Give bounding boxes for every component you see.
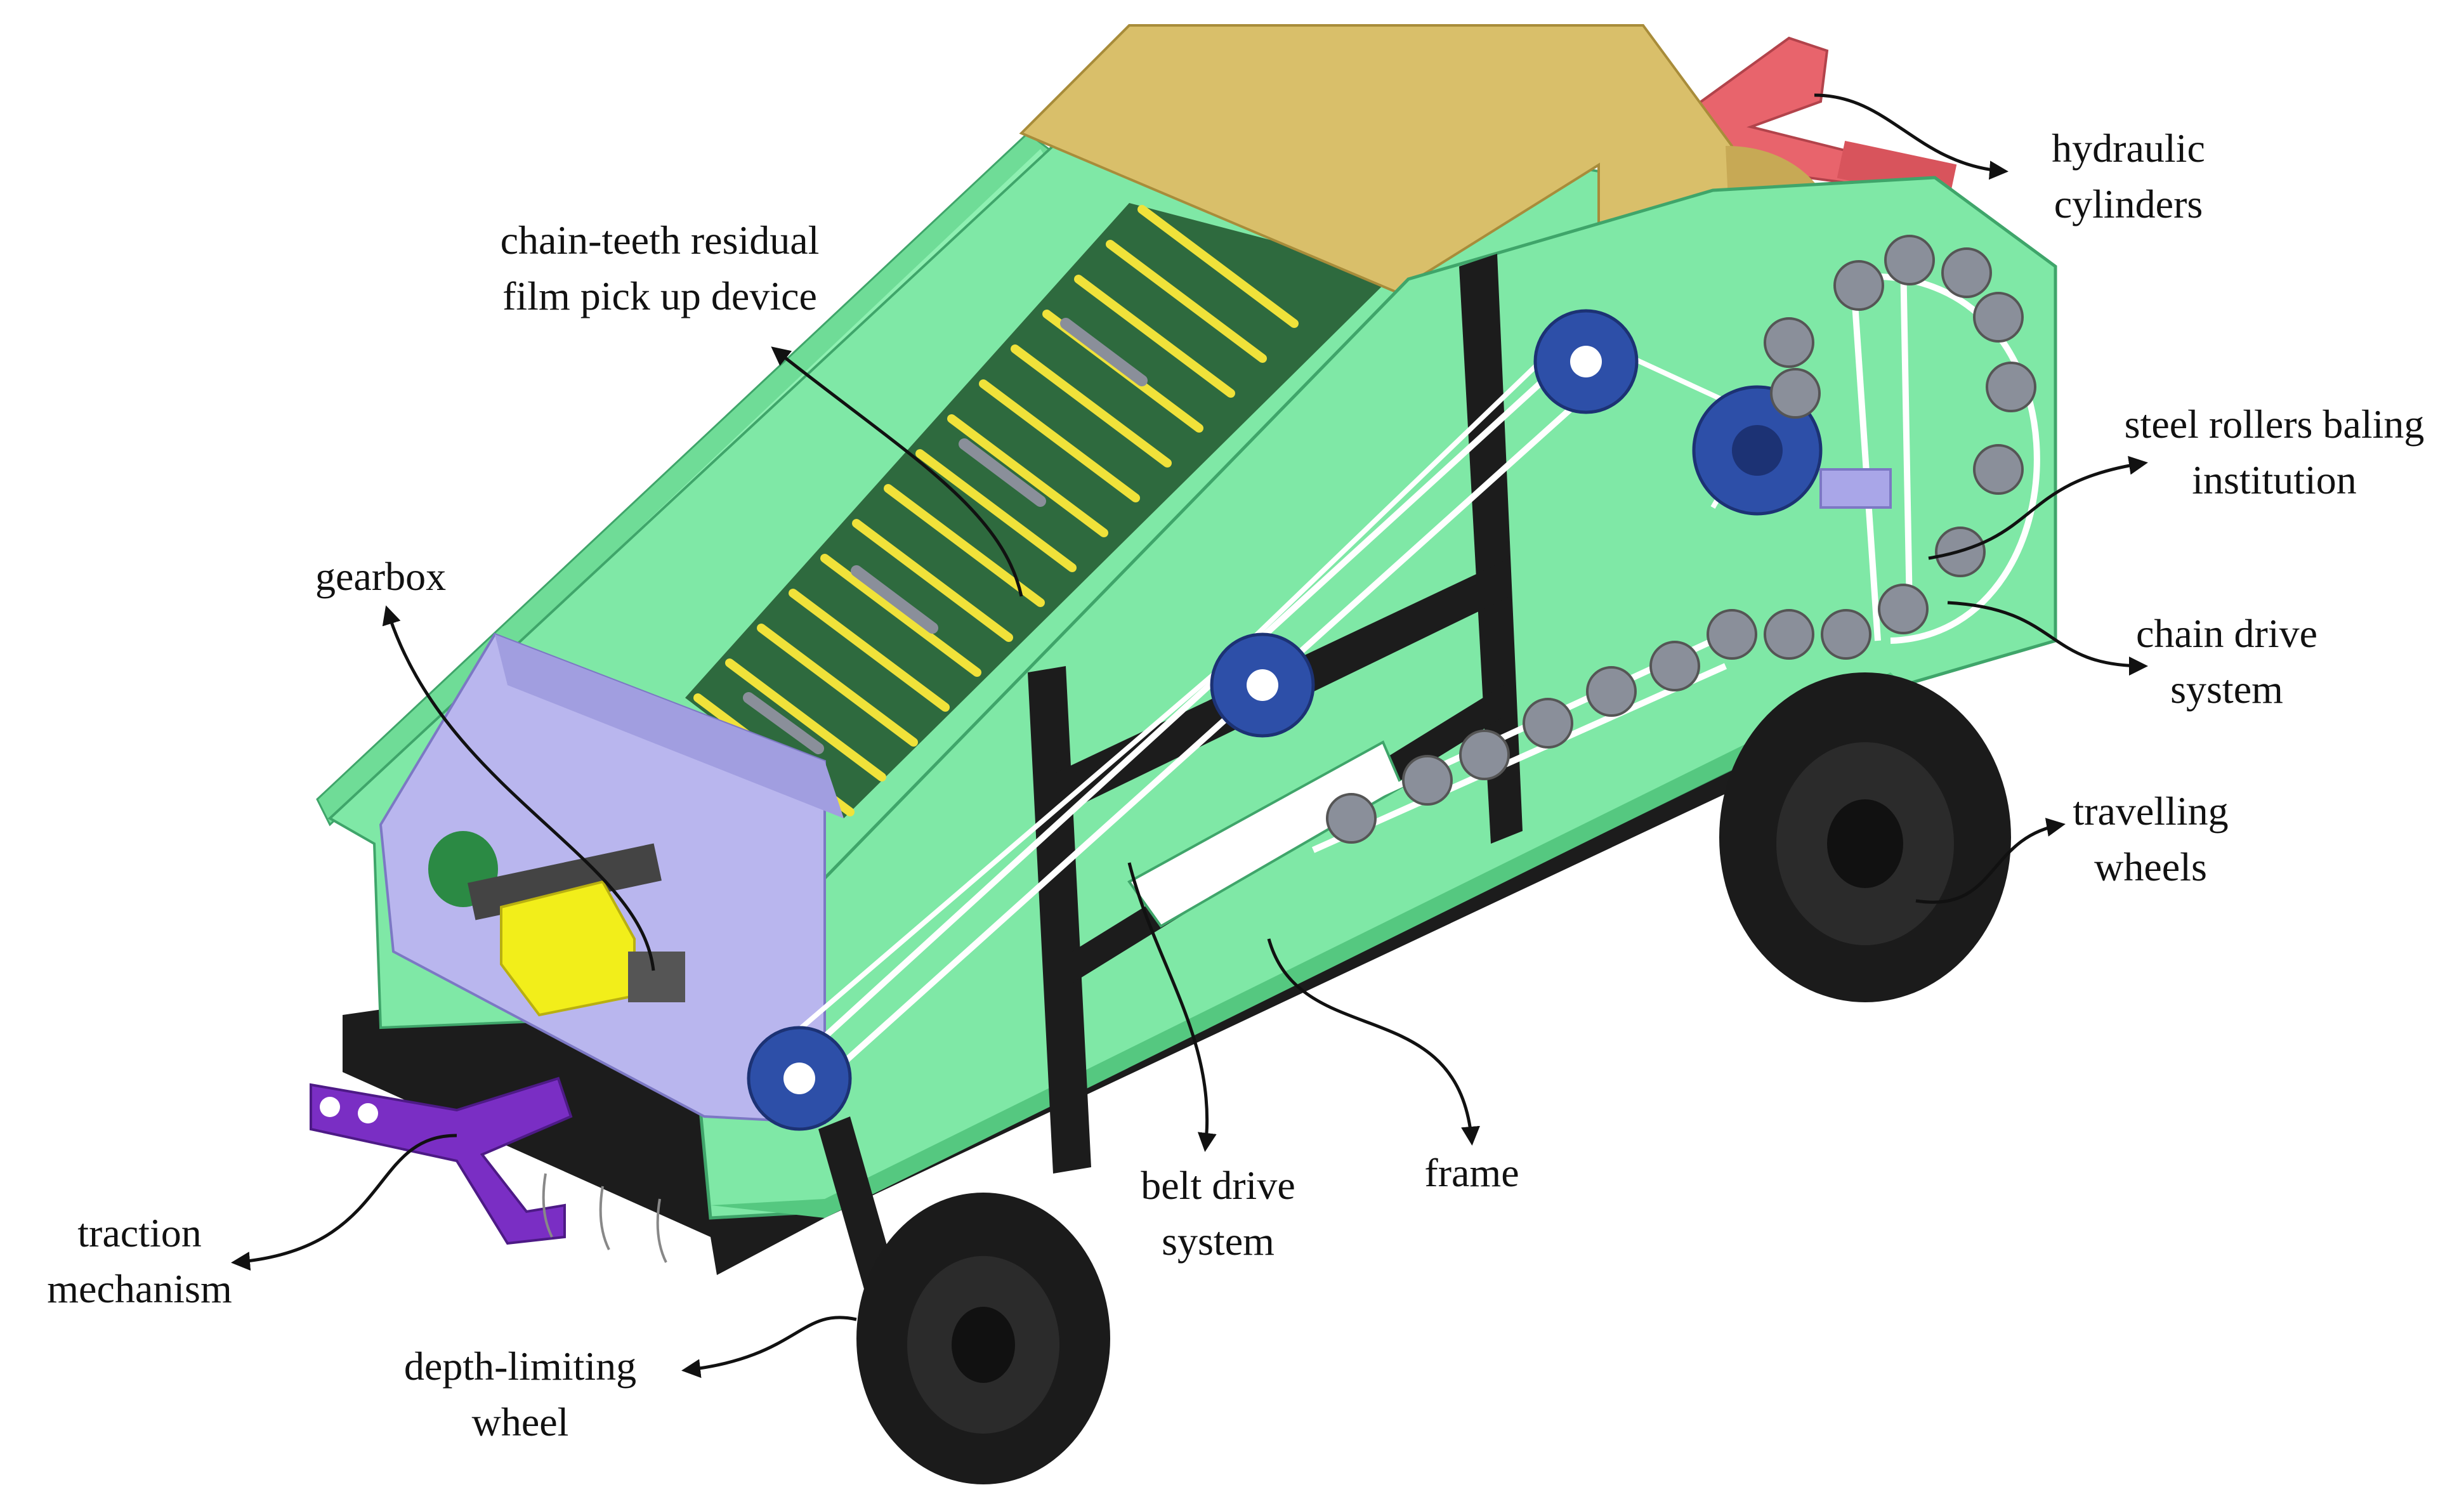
chain-drive <box>1311 235 2040 853</box>
label-traction-line1: traction <box>77 1210 201 1255</box>
label-chain-line2: system <box>2170 667 2283 712</box>
leader-chain <box>1947 601 2148 676</box>
leader-lines <box>231 93 2148 1378</box>
callout-labels: chain-teeth residual film pick up device… <box>47 126 2424 1444</box>
leader-wheels <box>1915 818 2066 904</box>
leader-traction <box>231 1134 457 1271</box>
label-baling-line2: institution <box>2192 457 2357 502</box>
leader-pickup <box>771 346 1023 597</box>
label-hydraulic-line2: cylinders <box>2054 181 2203 226</box>
leader-depth <box>681 1316 857 1378</box>
machine-illustration <box>310 24 2057 1484</box>
leader-frame <box>1267 938 1480 1146</box>
label-chain-line1: chain drive <box>2136 611 2317 656</box>
leader-hydraulic <box>1814 93 2009 180</box>
label-hydraulic-line1: hydraulic <box>2052 126 2205 171</box>
leader-baling <box>1928 455 2148 560</box>
travelling-wheel <box>1719 672 2011 1002</box>
label-gearbox: gearbox <box>315 554 446 599</box>
label-depth-line2: wheel <box>472 1399 569 1444</box>
leader-belt <box>1127 862 1217 1152</box>
depth-limiting-wheel <box>818 1116 1110 1484</box>
traction-mechanism <box>310 1076 667 1263</box>
leader-gearbox <box>382 605 655 971</box>
label-pickup-line2: film pick up device <box>502 273 817 318</box>
label-baling-line1: steel rollers baling <box>2125 402 2425 447</box>
label-belt-line2: system <box>1162 1219 1275 1264</box>
label-wheels-line1: travelling <box>2073 789 2228 834</box>
label-depth-line1: depth-limiting <box>404 1344 636 1389</box>
label-wheels-line2: wheels <box>2094 844 2207 889</box>
label-belt-line1: belt drive <box>1141 1163 1295 1208</box>
label-traction-line2: mechanism <box>47 1266 232 1311</box>
label-frame: frame <box>1424 1150 1519 1195</box>
belt-drive <box>747 309 1823 1131</box>
label-pickup-line1: chain-teeth residual <box>501 218 820 263</box>
